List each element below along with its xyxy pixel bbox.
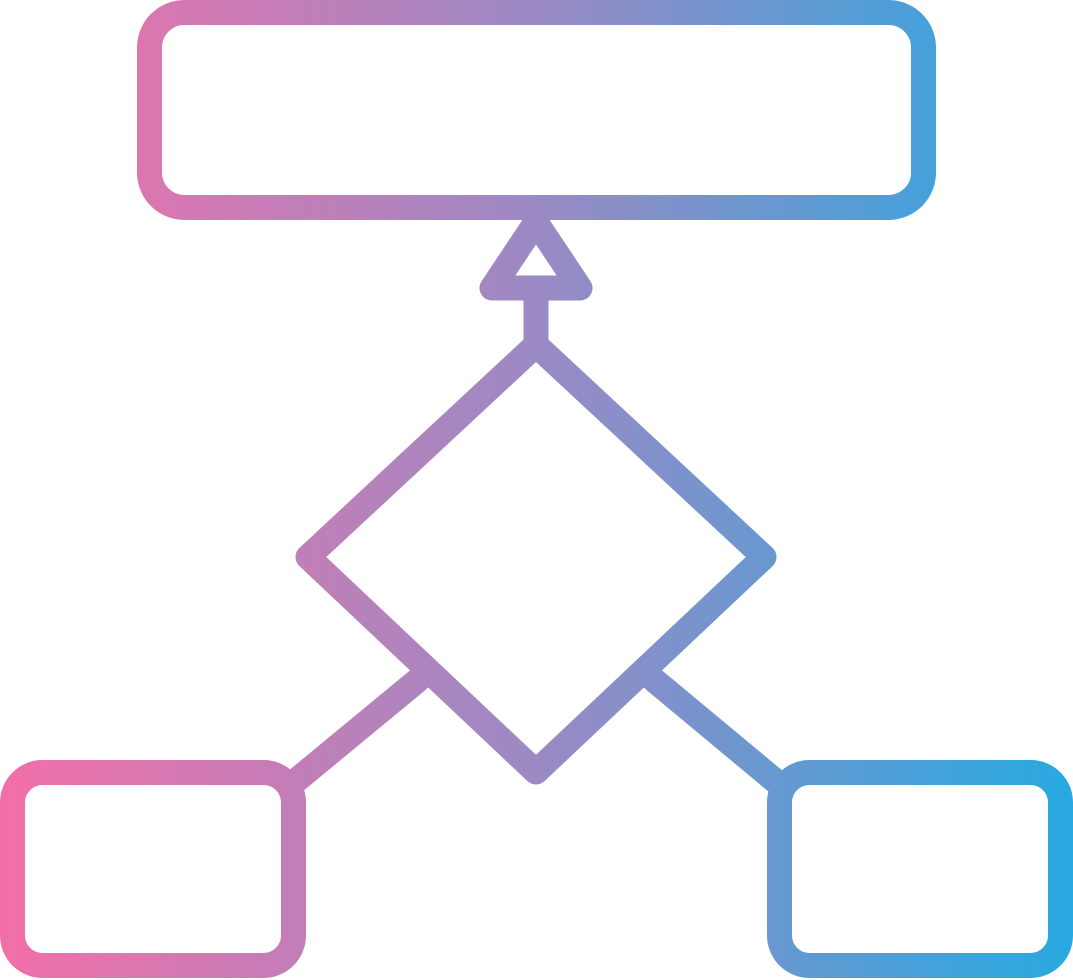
top-process-box — [137, 0, 936, 220]
right-connector — [641, 667, 792, 797]
left-output-box — [0, 760, 306, 978]
right-output-box — [767, 760, 1073, 978]
decision-diamond — [295, 332, 777, 785]
left-connector — [279, 667, 431, 797]
